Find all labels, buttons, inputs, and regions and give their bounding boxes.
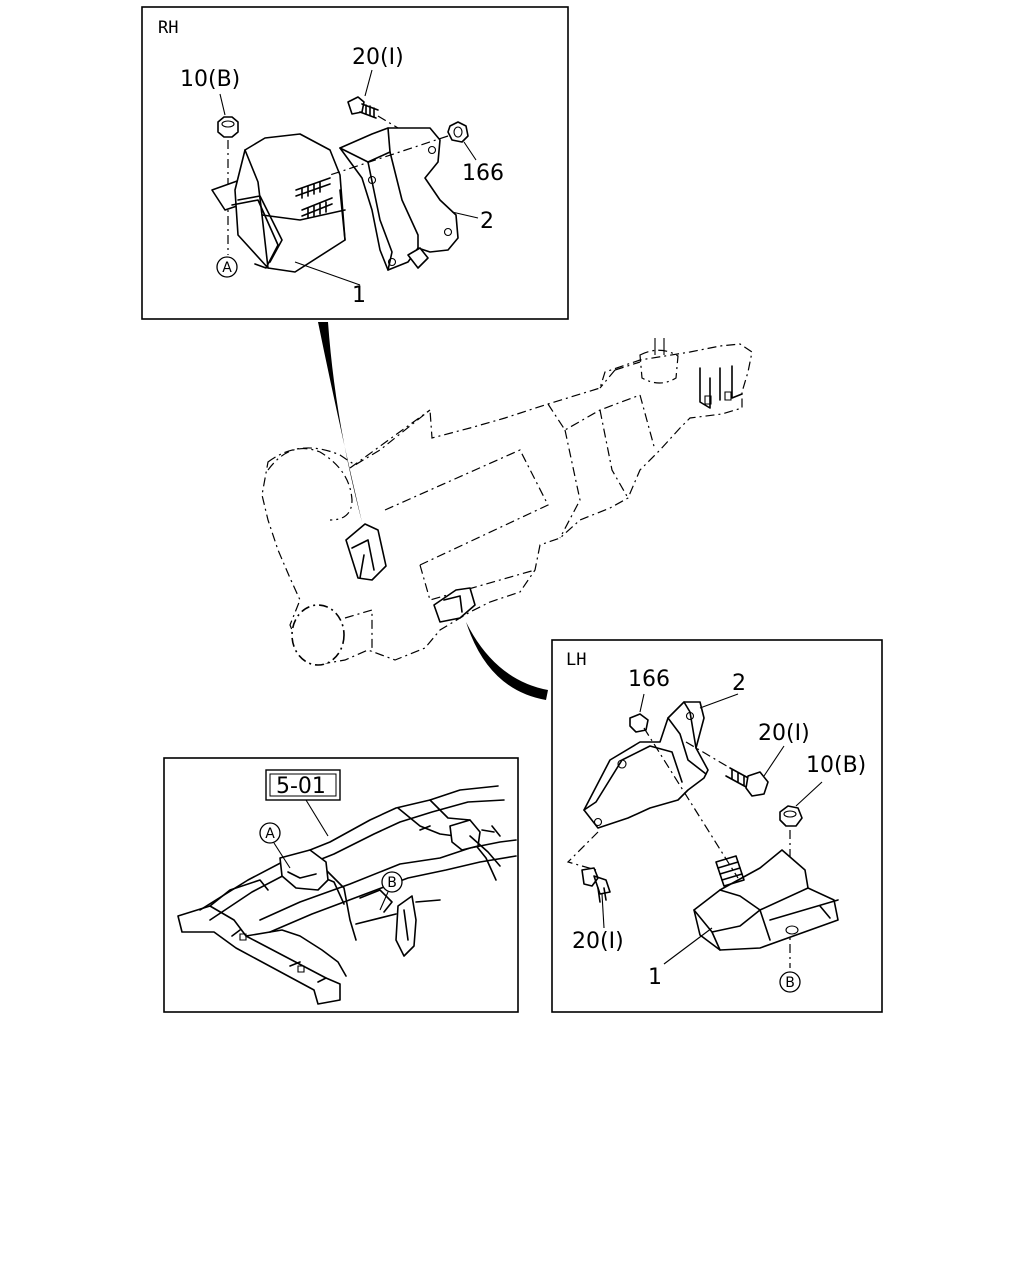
frame-ref-a-callout	[259, 822, 281, 844]
bolt-icon	[347, 96, 365, 115]
rh-engine-mount	[234, 133, 346, 273]
lh-mount-label: 1	[648, 965, 662, 990]
rh-bracket-label: 2	[480, 209, 494, 234]
frame-ref-box-label: 5-01	[276, 774, 326, 799]
lh-nut-166-icon	[629, 713, 649, 733]
rh-nut-166-label: 166	[462, 161, 504, 186]
ref-a-callout	[216, 256, 238, 278]
frame-overview-panel: 5-01 A B	[163, 757, 519, 1013]
lh-nut-icon	[779, 805, 803, 827]
lh-nut-166-label: 166	[628, 667, 670, 692]
transmission-assembly	[261, 322, 753, 700]
nut-166-icon	[447, 121, 469, 143]
frame-ref-b-callout	[381, 871, 403, 893]
ref-box-5-01	[265, 769, 341, 801]
lh-panel-title: LH	[566, 650, 586, 670]
rh-ref-a: A	[222, 260, 232, 276]
lh-detail-panel: LH 2 166 20(I) 10(B) 20(I)	[551, 639, 883, 1013]
rh-mount-label: 1	[352, 283, 366, 308]
lh-engine-mount	[693, 849, 839, 951]
lh-lower-bolt-icon	[581, 867, 599, 887]
rh-nut-label: 10(B)	[180, 67, 240, 92]
frame-ref-a: A	[265, 826, 275, 842]
frame-ref-b: B	[387, 875, 397, 891]
lh-upper-bolt-icon	[745, 771, 769, 797]
rh-detail-panel: RH 10(B) 1 2 20(I)	[141, 6, 569, 320]
rh-panel-title: RH	[158, 18, 178, 38]
lh-nut-label: 10(B)	[806, 753, 866, 778]
lh-bracket-label: 2	[732, 671, 746, 696]
lh-ref-b: B	[785, 975, 795, 991]
ref-b-callout	[779, 971, 801, 993]
chassis-frame	[177, 785, 517, 1005]
lh-lower-bolt-label: 20(I)	[572, 929, 624, 954]
rh-mount-bracket	[339, 127, 459, 271]
lh-upper-bolt-label: 20(I)	[758, 721, 810, 746]
rh-bolt-label: 20(I)	[352, 45, 404, 70]
